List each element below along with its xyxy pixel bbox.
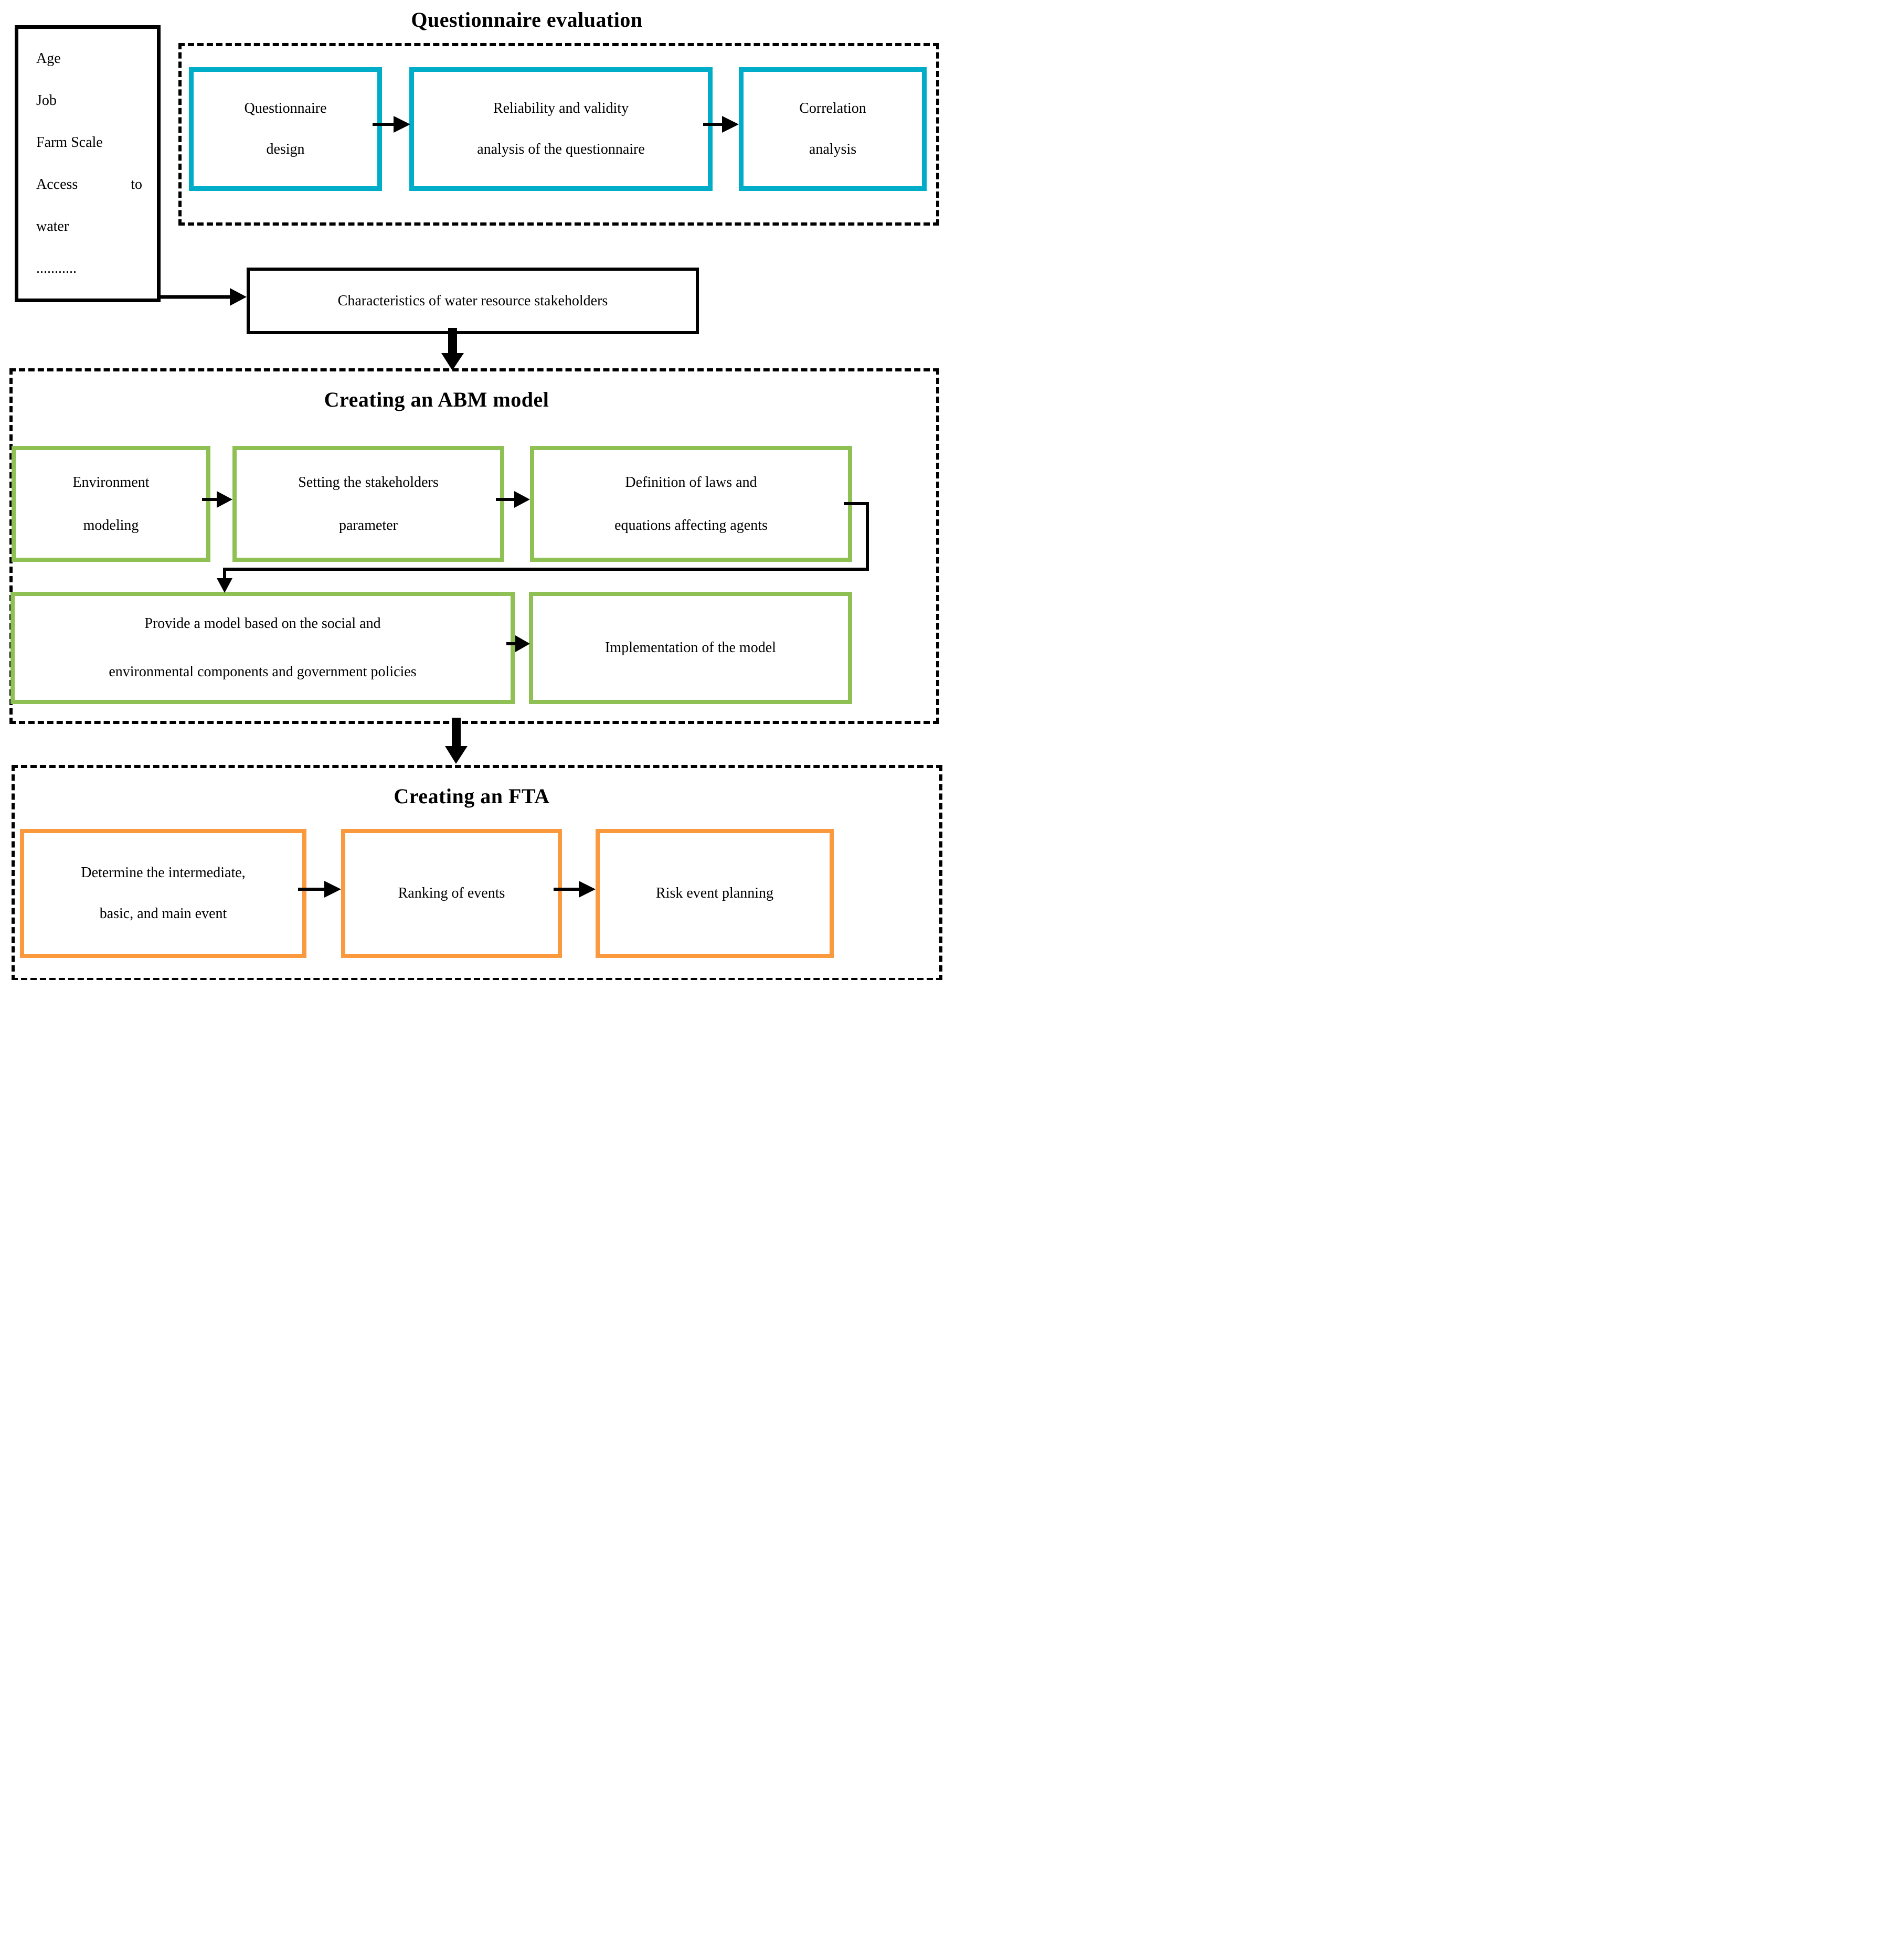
ranking-events-box: Ranking of events	[341, 829, 562, 958]
thick-arrow-abm-to-fta-icon	[445, 718, 468, 764]
section-title-creating-abm-model: Creating an ABM model	[324, 388, 549, 411]
attribute-job: Job	[36, 92, 57, 109]
risk-event-planning-box: Risk event planning	[596, 829, 834, 958]
questionnaire-evaluation-container	[178, 43, 939, 226]
questionnaire-design-box: Questionnaire design	[189, 67, 382, 191]
attribute-water: water	[36, 218, 69, 235]
stakeholders-parameter-box: Setting the stakeholders parameter	[232, 446, 504, 562]
thick-arrow-characteristics-to-abm-icon	[441, 328, 464, 370]
attribute-ellipsis: ...........	[36, 260, 77, 276]
implementation-model-box: Implementation of the model	[529, 592, 852, 704]
attribute-age: Age	[36, 50, 61, 67]
section-title-questionnaire-evaluation: Questionnaire evaluation	[411, 8, 643, 31]
correlation-analysis-box: Correlation analysis	[739, 67, 927, 191]
laws-equations-box: Definition of laws and equations affecti…	[530, 446, 852, 562]
abm-model-container	[9, 368, 939, 724]
characteristics-box: Characteristics of water resource stakeh…	[247, 268, 699, 334]
arrow-attributes-to-characteristics-icon	[159, 288, 247, 306]
reliability-validity-analysis-box: Reliability and validity analysis of the…	[409, 67, 713, 191]
section-title-creating-fta: Creating an FTA	[394, 784, 550, 808]
provide-model-box: Provide a model based on the social and …	[10, 592, 515, 704]
environment-modeling-box: Environment modeling	[12, 446, 210, 562]
flowchart-canvas: Questionnaire evaluation Creating an ABM…	[0, 0, 944, 980]
determine-events-box: Determine the intermediate, basic, and m…	[20, 829, 306, 958]
stakeholder-attributes-box: Age Job Farm Scale Access to water .....…	[15, 25, 161, 302]
fta-container	[12, 765, 942, 980]
attribute-farm-scale: Farm Scale	[36, 134, 103, 151]
attribute-access-to: Access to	[36, 176, 142, 193]
